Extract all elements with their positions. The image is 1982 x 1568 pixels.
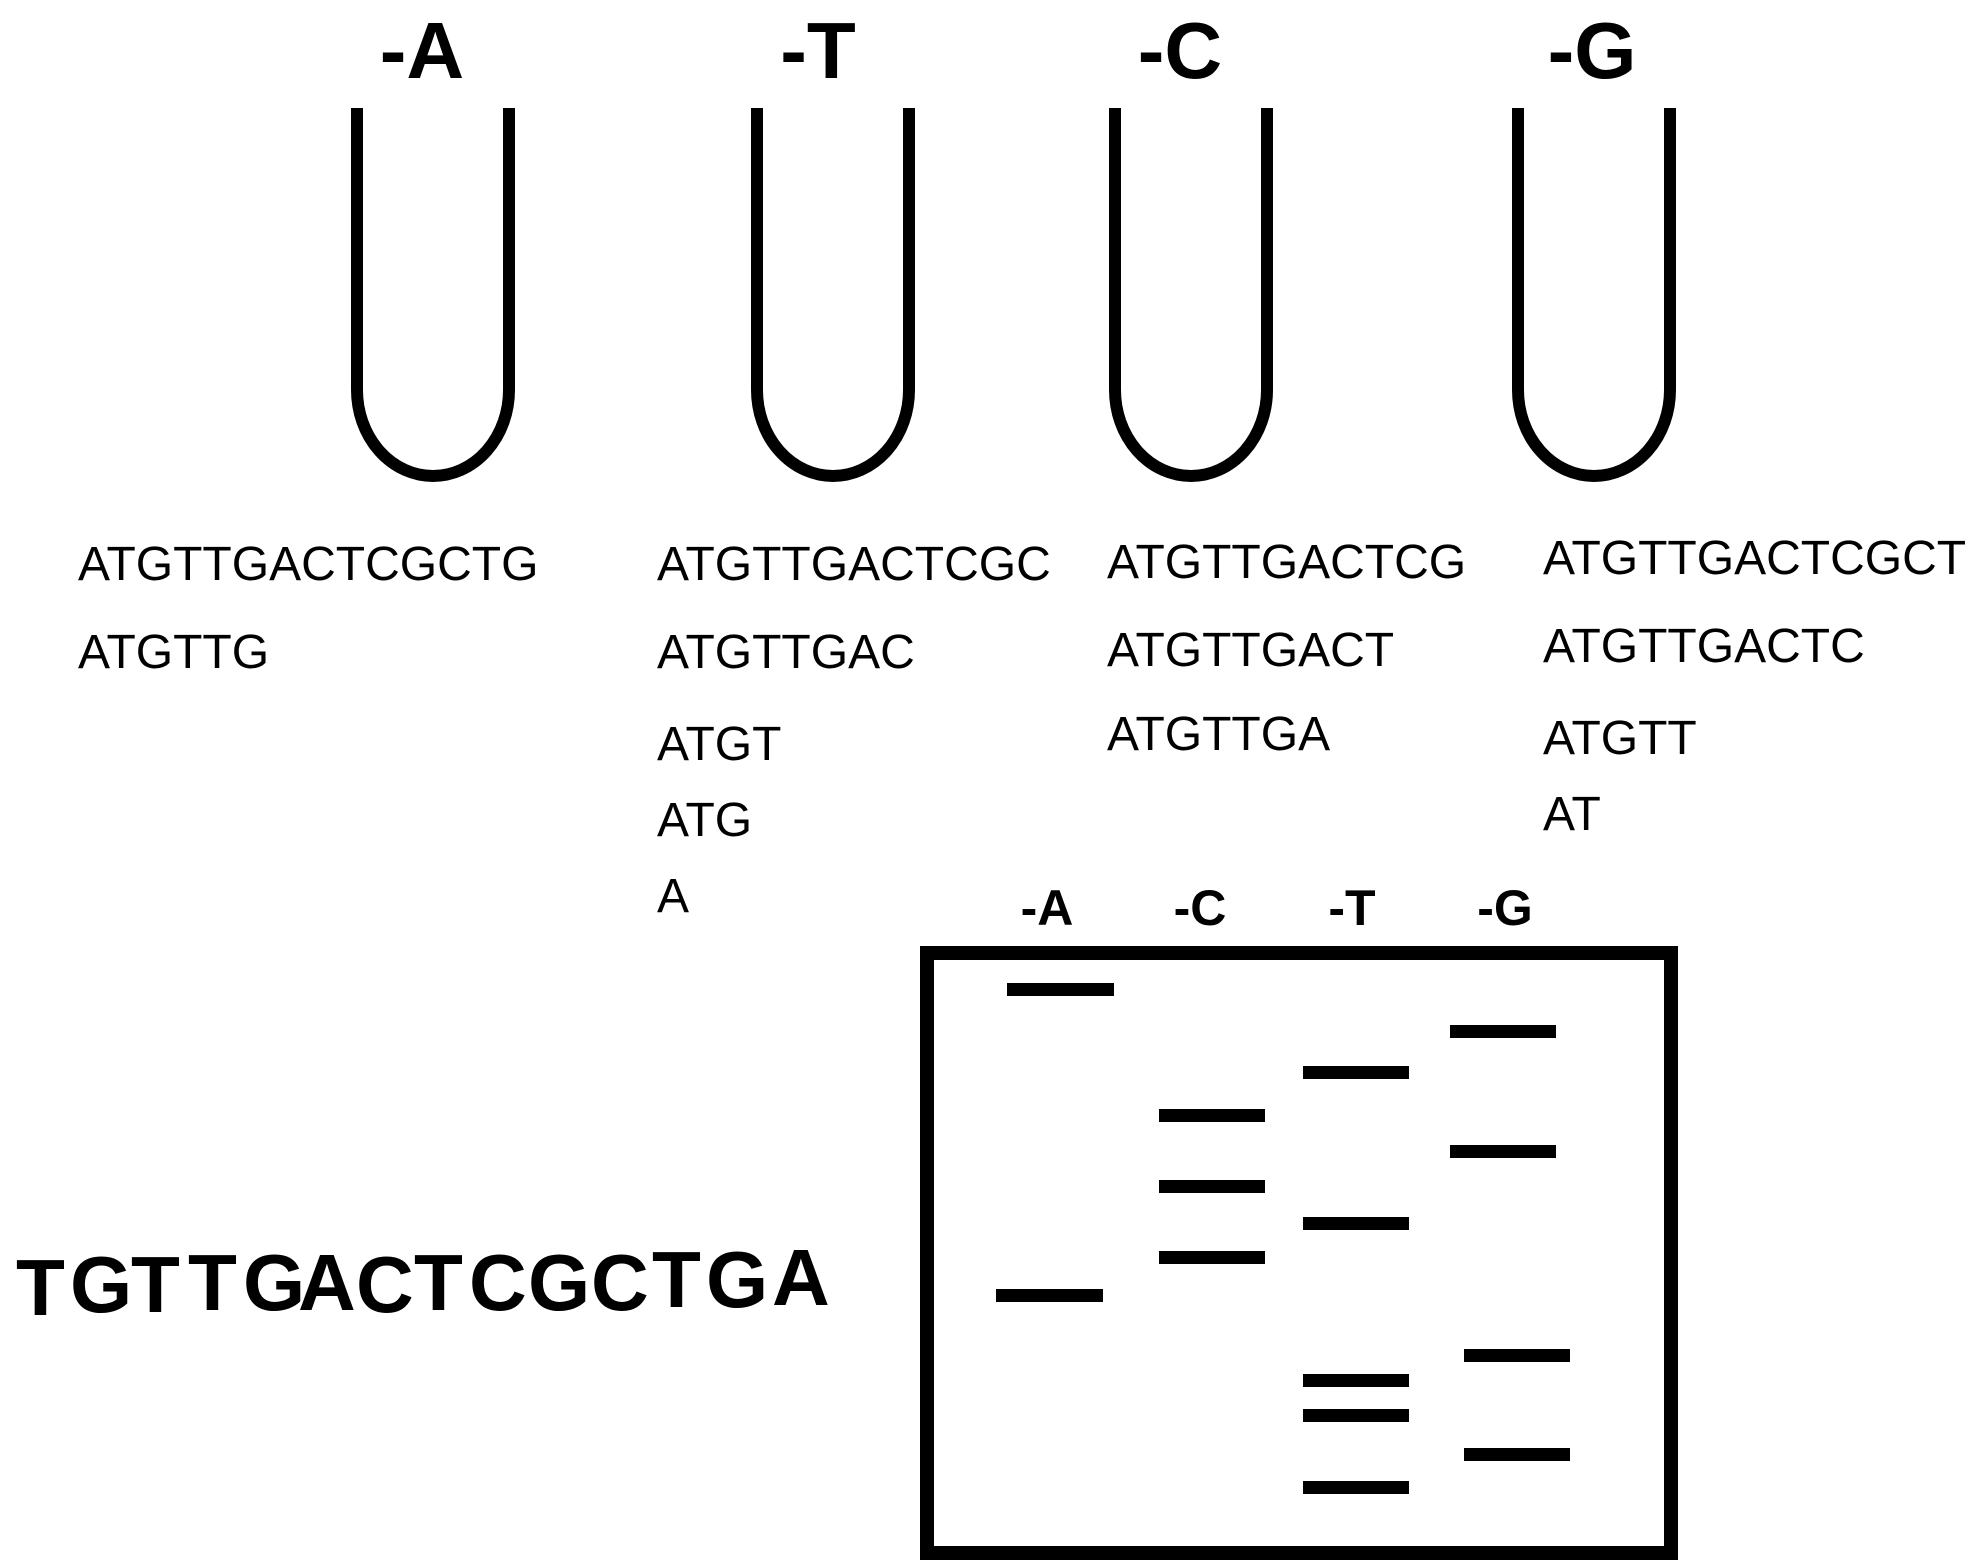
gel-band — [1159, 1180, 1265, 1193]
tube-t-fragment-3: ATGT — [657, 718, 781, 771]
sequence-letter: C — [591, 1238, 649, 1327]
tube-c-fragment-2: ATGTTGACT — [1107, 624, 1394, 677]
sequence-letter: A — [298, 1238, 356, 1327]
tube-c: -C ATGTTGACTCG ATGTTGACT ATGTTGA — [1107, 6, 1466, 761]
sequence-letter: C — [356, 1240, 414, 1329]
gel-band — [1450, 1145, 1556, 1158]
sequence-letter: C — [469, 1238, 527, 1327]
gel-band — [1303, 1481, 1409, 1494]
gel-band — [1303, 1217, 1409, 1230]
tube-t-fragment-4: ATG — [657, 794, 752, 847]
gel-band — [1007, 983, 1114, 996]
gel-frame — [920, 946, 1678, 1560]
sequence-letter: G — [70, 1240, 132, 1329]
tube-t: -T ATGTTGACTCGC ATGTTGAC ATGT ATG A — [657, 6, 1051, 923]
tube-g-fragment-2: ATGTTGACTC — [1543, 620, 1865, 673]
gel-lane-label-a: -A — [1021, 880, 1074, 936]
tube-t-fragment-2: ATGTTGAC — [657, 626, 915, 679]
read-sequence: T G T T G A C T C G C T G A — [16, 1233, 830, 1332]
sequence-letter: A — [772, 1233, 830, 1322]
sequence-letter: T — [652, 1235, 701, 1324]
tube-a-fragment-1: ATGTTGACTCGCTG — [78, 538, 538, 591]
tube-t-fragment-1: ATGTTGACTCGC — [657, 538, 1051, 591]
tube-c-fragment-3: ATGTTGA — [1107, 708, 1330, 761]
gel-bands — [996, 983, 1570, 1494]
gel-band — [1303, 1066, 1409, 1079]
sequence-letter: G — [243, 1238, 305, 1327]
tube-a: -A ATGTTGACTCGCTG ATGTTG — [78, 6, 538, 679]
tube-g-fragment-4: AT — [1543, 788, 1601, 841]
sequence-letter: T — [414, 1238, 463, 1327]
tube-c-outline — [1109, 108, 1273, 482]
tube-g-outline — [1512, 108, 1676, 482]
tube-c-label: -C — [1138, 6, 1222, 95]
gel-band — [1303, 1374, 1409, 1387]
tube-c-fragment-1: ATGTTGACTCG — [1107, 536, 1466, 589]
tube-g-fragment-3: ATGTT — [1543, 712, 1697, 765]
tube-a-fragment-2: ATGTTG — [78, 626, 269, 679]
sequence-letter: T — [16, 1243, 65, 1332]
gel-lane-label-c: -C — [1174, 880, 1227, 936]
sequence-letter: G — [706, 1235, 768, 1324]
sequence-letter: G — [528, 1238, 590, 1327]
gel-lane-label-t: -T — [1328, 880, 1375, 936]
gel-lane-labels: -A -C -T -G — [1021, 880, 1533, 936]
sequence-letter: T — [131, 1240, 180, 1329]
gel-band — [1159, 1251, 1265, 1264]
gel-band — [1159, 1109, 1265, 1122]
tube-g: -G ATGTTGACTCGCT ATGTTGACTC ATGTT AT — [1512, 6, 1966, 841]
tube-t-label: -T — [780, 6, 856, 95]
tube-g-fragment-1: ATGTTGACTCGCT — [1543, 532, 1966, 585]
tube-t-fragment-5: A — [657, 870, 689, 923]
gel-band — [1450, 1025, 1556, 1038]
tube-a-label: -A — [380, 6, 464, 95]
gel-lane-label-g: -G — [1477, 880, 1533, 936]
tube-a-outline — [351, 108, 515, 482]
gel-band — [996, 1289, 1103, 1302]
gel-band — [1464, 1448, 1570, 1461]
sequence-letter: T — [188, 1238, 237, 1327]
gel-band — [1303, 1409, 1409, 1422]
tube-g-label: -G — [1548, 6, 1637, 95]
gel-band — [1464, 1349, 1570, 1362]
tube-t-outline — [751, 108, 915, 482]
